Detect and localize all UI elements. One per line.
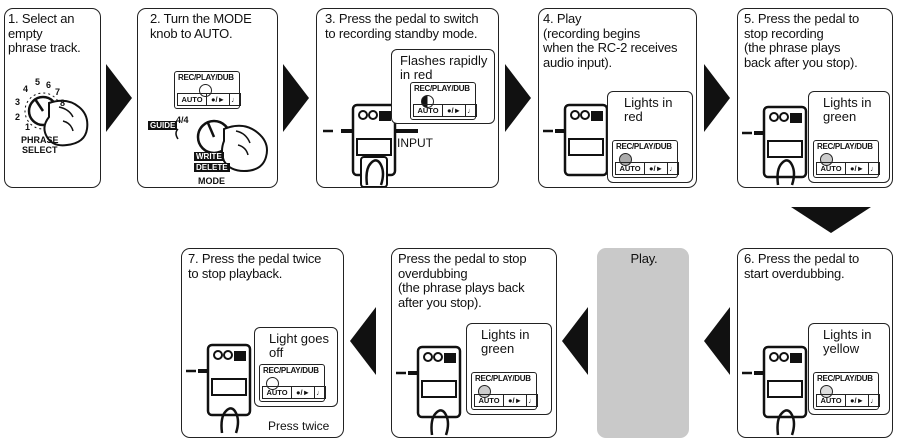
pedal-device bbox=[323, 103, 418, 187]
step-2-panel: REC/PLAY/DUB AUTO ●/► ♩ bbox=[174, 71, 241, 109]
play-indicator: ●/► bbox=[206, 93, 230, 106]
step-4-caption: 4. Play (recording begins when the RC-2 … bbox=[543, 11, 678, 70]
note-indicator: ♩ bbox=[465, 104, 477, 117]
panel-title: REC/PLAY/DUB bbox=[817, 374, 873, 383]
step-7-panel: REC/PLAY/DUB AUTO ●/► ♩ bbox=[259, 364, 326, 402]
play-indicator: ●/► bbox=[845, 394, 869, 407]
note-indicator: ♩ bbox=[868, 394, 880, 407]
step-1-caption: 1. Select an empty phrase track. bbox=[8, 11, 81, 55]
step-6-panel: REC/PLAY/DUB AUTO ●/► ♩ bbox=[813, 372, 880, 410]
phrase-select-label: PHRASE SELECT bbox=[21, 135, 59, 155]
step-5-box: 5. Press the pedal to stop recording (th… bbox=[737, 8, 893, 188]
input-label: INPUT bbox=[397, 136, 433, 150]
pedal-device bbox=[742, 105, 808, 186]
auto-indicator: AUTO bbox=[413, 104, 443, 117]
stop-overdub-caption: Press the pedal to stop overdubbing (the… bbox=[398, 251, 527, 310]
pedal-device bbox=[396, 345, 462, 436]
knob-number-2: 2 bbox=[15, 112, 21, 122]
note-indicator: ♩ bbox=[314, 386, 326, 399]
step-7-callout: Light goes off REC/PLAY/DUB AUTO ●/► ♩ bbox=[254, 327, 338, 407]
knob-number-3: 3 bbox=[15, 97, 21, 107]
step-6-callout-text: Lights in yellow bbox=[823, 327, 872, 356]
step-1-box: 1. Select an empty phrase track. 5 6 4 7… bbox=[4, 8, 101, 188]
step-4-box: 4. Play (recording begins when the RC-2 … bbox=[538, 8, 697, 188]
play-caption: Play. bbox=[630, 251, 658, 266]
note-indicator: ♩ bbox=[526, 394, 538, 407]
step-5-callout-text: Lights in green bbox=[823, 95, 872, 124]
mode-knob bbox=[175, 119, 268, 173]
guide-label: GUIDE bbox=[148, 121, 178, 130]
write-label: WRITE bbox=[194, 152, 224, 161]
auto-indicator: AUTO bbox=[474, 394, 504, 407]
step-3-box: 3. Press the pedal to switch to recordin… bbox=[316, 8, 499, 188]
note-indicator: ♩ bbox=[667, 162, 679, 175]
stop-overdub-box: Press the pedal to stop overdubbing (the… bbox=[391, 248, 557, 438]
step-2-box: 2. Turn the MODE knob to AUTO. REC/PLAY/… bbox=[137, 8, 278, 188]
knob-number-1: 1 bbox=[25, 122, 31, 132]
knob-number-4: 4 bbox=[23, 84, 29, 94]
step-6-callout: Lights in yellow REC/PLAY/DUB AUTO ●/► ♩ bbox=[808, 323, 890, 415]
note-indicator: ♩ bbox=[868, 162, 880, 175]
phrase-select-knob bbox=[24, 92, 89, 147]
step-6-caption: 6. Press the pedal to start overdubbing. bbox=[744, 251, 860, 281]
arrow-down bbox=[791, 207, 871, 233]
play-box: Play. bbox=[597, 248, 689, 438]
step-5-callout: Lights in green REC/PLAY/DUB AUTO ●/► ♩ bbox=[808, 91, 890, 183]
stop-overdub-callout: Lights in green REC/PLAY/DUB AUTO ●/► ♩ bbox=[466, 323, 552, 415]
arrow-right-4 bbox=[704, 64, 730, 132]
step-3-callout-text: Flashes rapidly in red bbox=[400, 53, 488, 82]
step-4-panel: REC/PLAY/DUB AUTO ●/► ♩ bbox=[612, 140, 679, 178]
step-6-box: 6. Press the pedal to start overdubbing.… bbox=[737, 248, 893, 438]
knob-number-8: 8 bbox=[60, 98, 66, 108]
panel-title: REC/PLAY/DUB bbox=[263, 366, 319, 375]
step-4-callout-text: Lights in red bbox=[624, 95, 673, 124]
pedal-device bbox=[543, 103, 609, 177]
play-indicator: ●/► bbox=[503, 394, 527, 407]
note-indicator: ♩ bbox=[229, 93, 241, 106]
stop-overdub-panel: REC/PLAY/DUB AUTO ●/► ♩ bbox=[471, 372, 538, 410]
step-3-caption: 3. Press the pedal to switch to recordin… bbox=[325, 11, 479, 41]
auto-indicator: AUTO bbox=[816, 162, 846, 175]
auto-indicator: AUTO bbox=[262, 386, 292, 399]
arrow-left-1 bbox=[350, 307, 376, 375]
panel-title: REC/PLAY/DUB bbox=[475, 374, 531, 383]
pedal-device bbox=[742, 345, 808, 436]
arrow-right-1 bbox=[106, 64, 132, 132]
play-indicator: ●/► bbox=[442, 104, 466, 117]
step-7-callout-text: Light goes off bbox=[269, 331, 329, 360]
time-signature-label: 4/4 bbox=[176, 115, 189, 125]
knob-number-6: 6 bbox=[46, 80, 52, 90]
knob-number-5: 5 bbox=[35, 77, 41, 87]
play-indicator: ●/► bbox=[845, 162, 869, 175]
play-indicator: ●/► bbox=[644, 162, 668, 175]
step-2-caption: 2. Turn the MODE knob to AUTO. bbox=[150, 11, 252, 41]
panel-title: REC/PLAY/DUB bbox=[817, 142, 873, 151]
arrow-right-3 bbox=[505, 64, 531, 132]
step-7-caption: 7. Press the pedal twice to stop playbac… bbox=[188, 251, 322, 281]
step-4-callout: Lights in red REC/PLAY/DUB AUTO ●/► ♩ bbox=[607, 91, 693, 183]
play-indicator: ●/► bbox=[291, 386, 315, 399]
arrow-left-3 bbox=[704, 307, 730, 375]
step-3-callout: Flashes rapidly in red REC/PLAY/DUB AUTO… bbox=[391, 49, 495, 124]
step-5-caption: 5. Press the pedal to stop recording (th… bbox=[744, 11, 860, 70]
panel-title: REC/PLAY/DUB bbox=[178, 73, 234, 82]
pedal-device bbox=[186, 343, 252, 434]
mode-label: MODE bbox=[198, 176, 225, 186]
auto-indicator: AUTO bbox=[615, 162, 645, 175]
step-3-panel: REC/PLAY/DUB AUTO ●/► ♩ bbox=[410, 82, 477, 120]
arrow-right-2 bbox=[283, 64, 309, 132]
step-5-panel: REC/PLAY/DUB AUTO ●/► ♩ bbox=[813, 140, 880, 178]
panel-title: REC/PLAY/DUB bbox=[414, 84, 470, 93]
step-7-box: 7. Press the pedal twice to stop playbac… bbox=[181, 248, 344, 438]
arrow-left-2 bbox=[562, 307, 588, 375]
delete-label: DELETE bbox=[194, 163, 230, 172]
stop-overdub-callout-text: Lights in green bbox=[481, 327, 530, 356]
panel-title: REC/PLAY/DUB bbox=[616, 142, 672, 151]
auto-indicator: AUTO bbox=[816, 394, 846, 407]
press-twice-label: Press twice bbox=[268, 419, 330, 433]
knob-number-7: 7 bbox=[55, 87, 61, 97]
auto-indicator: AUTO bbox=[177, 93, 207, 106]
